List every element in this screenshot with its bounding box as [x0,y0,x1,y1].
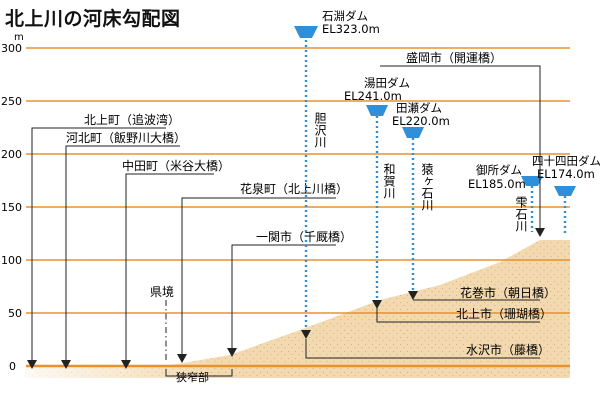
station-marker [121,360,131,369]
station-kitakami-town: 北上町（追波湾） [27,112,180,369]
station-marker [408,291,418,300]
station-marker [177,354,187,363]
dam-elevation: EL174.0m [537,167,595,181]
dam-name: 四十四田ダム [532,154,600,168]
station-label: 北上市（珊瑚橋） [456,306,552,321]
station-kitakami-city: 北上市（珊瑚橋） [376,306,552,323]
diagram-title: 北上川の河床勾配図 [5,8,181,30]
station-marker [372,300,382,309]
station-label: 一関市（千厩橋） [256,229,352,244]
ground-fade [25,240,570,378]
station-label: 中田町（米谷大橋） [122,158,230,173]
dam-name: 石淵ダム [322,9,368,23]
station-ichinoseki-city: 一関市（千厩橋） [227,229,352,357]
y-tick: 200 [1,148,22,161]
station-label: 花巻市（朝日橋） [460,285,556,300]
station-label: 花泉町（北上川橋） [240,181,348,196]
station-morioka-city: 盛岡市（開運橋） [380,50,541,232]
dam-elevation: EL241.0m [344,89,402,103]
dam-elevation: EL220.0m [392,114,450,128]
y-tick: 150 [1,201,22,214]
river-name-shizukuishi: 雫石川 [514,196,528,232]
station-mizusawa-city: 水沢市（藤橋） [305,339,550,359]
narrow-section-label: 狭窄部 [176,370,209,384]
station-hanaizumi-town: 花泉町（北上川橋） [177,181,348,363]
river-name-waga: 和賀川 [382,163,396,199]
station-marker [27,360,37,369]
y-tick: 0 [9,360,16,373]
station-marker [301,330,311,339]
station-label: 盛岡市（開運橋） [406,50,502,65]
grid-lines [26,47,570,368]
station-kahoku-town: 河北町（飯野川大橋） [61,130,186,369]
prefecture-border-label: 県境 [150,284,174,299]
station-marker [535,228,545,237]
dam-icon [294,26,318,38]
station-marker [61,360,71,369]
station-nakada-town: 中田町（米谷大橋） [121,158,230,369]
dam-name: 御所ダム [476,163,522,177]
station-label: 北上町（追波湾） [84,112,180,127]
river-labels: 胆沢川 和賀川 猿ヶ石川 雫石川 [313,112,528,232]
y-tick: 300 [1,42,22,55]
narrow-section: 狭窄部 [165,369,233,384]
y-axis-ticks: 300 250 200 150 100 50 0 [1,42,22,373]
y-tick: 100 [1,254,22,267]
dam-icon [521,176,543,186]
left-station-labels: 北上町（追波湾） 河北町（飯野川大橋） 中田町（米谷大橋） 花泉町（北上川橋） [27,112,352,369]
dam-name: 湯田ダム [364,76,410,90]
river-name-isawa: 胆沢川 [313,112,327,148]
dam-elevation: EL323.0m [322,22,380,36]
dam-labels: 石淵ダム EL323.0m 湯田ダム EL241.0m 田瀬ダム EL220.0… [322,9,600,191]
right-station-labels: 盛岡市（開運橋） 花巻市（朝日橋） 北上市（珊瑚橋） 水沢市（藤橋） [305,50,556,359]
river-name-sarugaishi: 猿ヶ石川 [420,162,434,211]
dam-icon [554,186,576,196]
station-marker [227,348,237,357]
prefecture-border: 県境 [150,284,174,362]
dam-icon [366,105,388,116]
dam-elevation: EL185.0m [468,177,526,191]
y-axis-unit: m [14,32,24,43]
dam-name: 田瀬ダム [396,101,442,115]
station-label: 河北町（飯野川大橋） [66,130,186,145]
tributaries [294,26,576,339]
y-tick: 250 [1,95,22,108]
station-hanamaki-city: 花巻市（朝日橋） [413,285,556,301]
station-label: 水沢市（藤橋） [466,342,550,357]
dam-icon [402,127,424,138]
y-tick: 50 [8,307,22,320]
